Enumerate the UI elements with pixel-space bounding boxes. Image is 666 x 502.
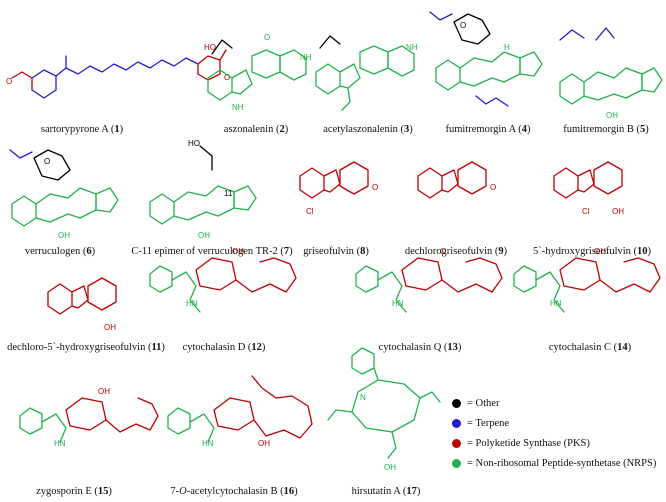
caption-8: griseofulvin (8) — [303, 246, 369, 257]
label-hn-12: HN — [186, 299, 198, 308]
caption-14: cytochalasin C (14) — [548, 342, 632, 353]
label-oh-10: OH — [612, 207, 624, 216]
structure-acetylaszonalenin: NH — [315, 35, 418, 111]
caption-9: dechlorogriseofulvin (9) — [404, 246, 508, 257]
label-c11: 11 — [224, 189, 233, 198]
caption-17: hirsutatin A (17) — [351, 486, 421, 497]
label-o-acetyl: O — [6, 77, 12, 86]
label-hn-13: HN — [392, 299, 404, 308]
legend-other: = Other — [452, 398, 499, 409]
structure-5-hydroxygriseofulvin: Cl OH — [553, 161, 624, 216]
label-nh-2b: NH — [300, 53, 312, 62]
structure-dechlorogriseofulvin: O — [417, 161, 496, 199]
label-h-4: H — [504, 43, 510, 52]
legend-nrps: = Non-ribosomal Peptide-synthetase (NRPS… — [452, 458, 656, 469]
label-oh-6: OH — [58, 231, 70, 240]
label-cl-10: Cl — [582, 207, 590, 216]
structure-fumitremorgin-b: OH — [559, 27, 663, 120]
label-nh-2a: NH — [232, 103, 244, 112]
label-o-2: O — [264, 33, 270, 42]
legend-label-other: = Other — [467, 398, 500, 409]
caption-6: verruculogen (6) — [24, 246, 96, 257]
label-oh-12: OH — [232, 247, 244, 256]
label-oh-14: OH — [594, 247, 606, 256]
structure-fumitremorgin-a: O H — [429, 11, 543, 107]
caption-1: sartorypyrone A (1) — [40, 124, 124, 135]
caption-5: fumitremorgin B (5) — [563, 124, 649, 135]
label-oh-16: OH — [258, 439, 270, 448]
structure-cytochalasin-q: HN O — [355, 247, 503, 313]
label-ho-7: HO — [188, 139, 200, 148]
structure-7-o-acetylcytochalasin-b: HN OH — [167, 375, 313, 448]
label-oh-5: OH — [606, 111, 618, 120]
label-n-17: N — [360, 393, 366, 402]
label-hn-16: HN — [202, 439, 214, 448]
legend-dot-pks — [452, 439, 461, 448]
caption-11: dechloro-5`-hydroxygriseofulvin (11) — [7, 342, 165, 353]
caption-13: cytochalasin Q (13) — [378, 342, 462, 353]
caption-4: fumitremorgin A (4) — [445, 124, 531, 135]
structure-hirsutatin-a: N OH — [327, 347, 441, 472]
label-ho-pyrone: HO — [204, 43, 216, 52]
structure-cytochalasin-d: HN OH — [149, 247, 297, 313]
legend-label-terpene: = Terpene — [467, 418, 510, 429]
label-o-pyrone: O — [224, 73, 230, 82]
label-hn-15: HN — [54, 439, 66, 448]
legend-terpene: = Terpene — [452, 418, 509, 429]
legend-dot-terpene — [452, 419, 461, 428]
label-oh-11: OH — [104, 323, 116, 332]
structure-griseofulvin: Cl O — [299, 161, 378, 216]
legend-pks: = Polyketide Synthase (PKS) — [452, 438, 590, 449]
legend-label-nrps: = Non-ribosomal Peptide-synthetase (NRPS… — [467, 458, 657, 469]
structure-c11-epimer-verruculogen: HO OH 11 — [149, 139, 257, 240]
caption-7: C-11 epimer of verruculogen TR-2 (7) — [131, 246, 293, 257]
caption-16: 7-O-acetylcytochalasin B (16) — [170, 486, 298, 497]
structure-verruculogen: OH O — [9, 149, 119, 240]
legend-dot-nrps — [452, 459, 461, 468]
structure-dechloro-5-hydroxygriseofulvin: OH — [47, 277, 117, 332]
label-oh-15: OH — [98, 387, 110, 396]
caption-12: cytochalasin D (12) — [182, 342, 266, 353]
label-hn-14: HN — [550, 299, 562, 308]
caption-15: zygosporin E (15) — [36, 486, 112, 497]
label-oh-17: OH — [384, 463, 396, 472]
label-o-13: O — [440, 247, 446, 256]
structure-aszonalenin: NH NH O — [207, 33, 312, 112]
structure-sartorypyrone-a: O HO O — [6, 43, 230, 99]
caption-2: aszonalenin (2) — [223, 124, 289, 135]
label-cl-8: Cl — [306, 207, 314, 216]
label-o-9: O — [490, 183, 496, 192]
label-oh-7: OH — [198, 231, 210, 240]
legend-label-pks: = Polyketide Synthase (PKS) — [467, 438, 590, 449]
label-o-8: O — [372, 183, 378, 192]
legend-dot-other — [452, 399, 461, 408]
caption-10: 5`-hydroxygriseofulvin (10) — [532, 246, 652, 257]
label-nh-3: NH — [406, 43, 418, 52]
structure-cytochalasin-c: HN OH — [513, 247, 661, 313]
label-o-6: O — [44, 157, 50, 166]
structure-zygosporin-e: HN OH — [19, 387, 159, 448]
caption-3: acetylaszonalenin (3) — [323, 124, 413, 135]
label-o-4a: O — [460, 21, 466, 30]
